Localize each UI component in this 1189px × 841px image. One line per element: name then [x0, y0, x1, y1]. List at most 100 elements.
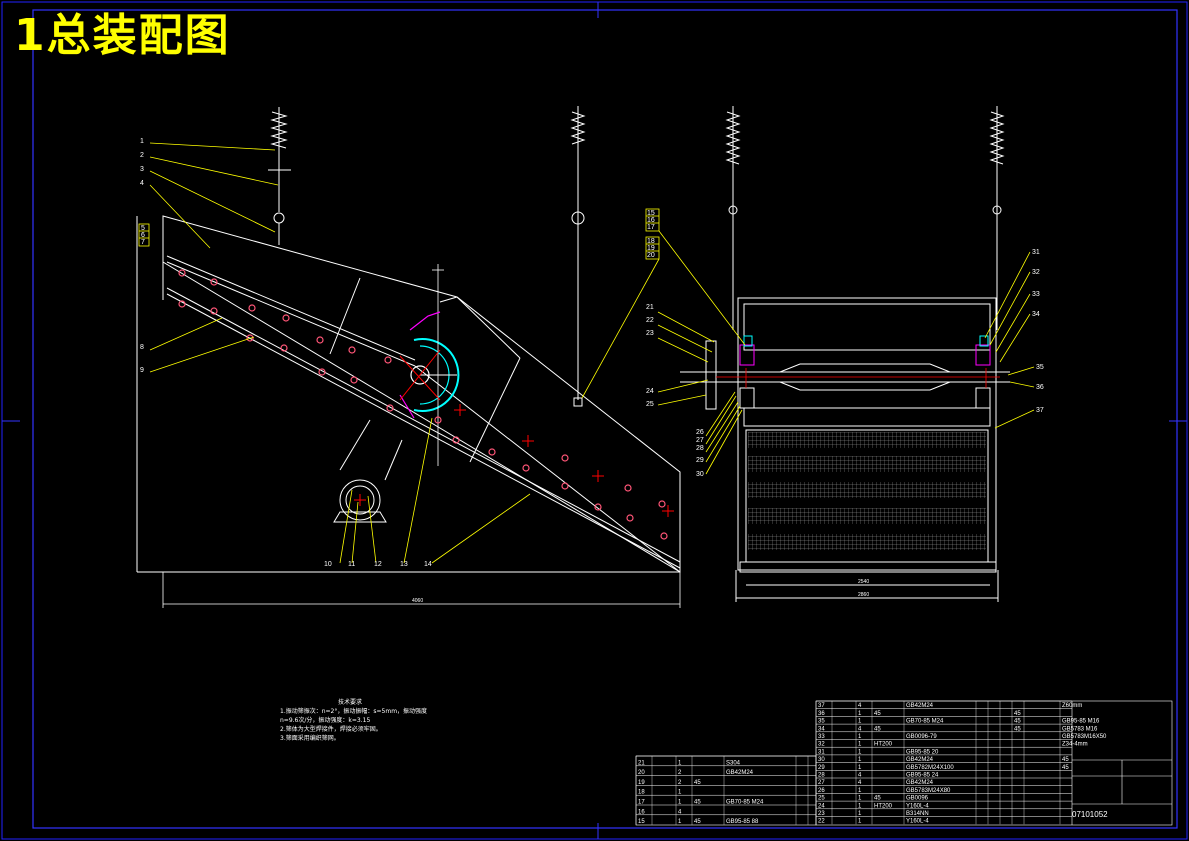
tech-notes: 技术要求 1.振动筛振次：n=2°，振动振幅：s=5mm，振动强度 n=9.6次… [280, 698, 480, 743]
callout-10: 10 [324, 561, 332, 568]
table-cell: 21 [638, 760, 645, 766]
table-cell: 45 [694, 780, 701, 786]
table-cell: GB0096-79 [906, 734, 937, 740]
callout-35: 35 [1036, 364, 1044, 371]
tech-note-line: n=9.6次/分，振动强度：k=3.15 [280, 717, 371, 724]
callout-1: 1 [140, 138, 144, 145]
table-cell: 45 [1014, 711, 1021, 717]
table-cell: 30 [818, 757, 825, 763]
table-cell: GB42M24 [906, 757, 934, 763]
table-cell: 18 [638, 790, 645, 796]
table-cell: 1 [678, 760, 682, 766]
table-cell: B314NN [906, 811, 929, 817]
callout-20: 20 [647, 252, 655, 259]
table-cell: 2 [678, 780, 682, 786]
callout-33: 33 [1032, 291, 1040, 298]
callout-32: 32 [1032, 269, 1040, 276]
right-leaders [581, 208, 1035, 475]
overall-length-dim: 4060 [412, 598, 423, 604]
table-cell: 16 [638, 809, 645, 815]
table-cell: 35 [818, 719, 825, 725]
right-callout-labels: 15 16 17 18 19 20 21 22 23 24 25 26 27 2… [646, 210, 1044, 598]
callout-36: 36 [1036, 384, 1044, 391]
table-cell: 1 [858, 819, 862, 825]
table-cell: 4 [678, 809, 682, 815]
table-cell: 25 [818, 796, 825, 802]
table-cell: 36 [818, 711, 825, 717]
outer-width-dim: 2860 [858, 592, 869, 598]
table-cell: 1 [858, 796, 862, 802]
screen-mesh [748, 432, 986, 550]
table-cell: 26 [818, 788, 825, 794]
callout-4: 4 [140, 180, 144, 187]
callout-22: 22 [646, 317, 654, 324]
table-cell: 45 [1062, 757, 1069, 763]
table-cell: 37 [818, 703, 825, 709]
table-cell: 1 [858, 811, 862, 817]
callout-25: 25 [646, 401, 654, 408]
table-cell: GB5783M24X80 [906, 788, 951, 794]
callout-13: 13 [400, 561, 408, 568]
side-view [136, 106, 681, 573]
callout-23: 23 [646, 330, 654, 337]
end-view [680, 106, 1010, 602]
table-cell: 4 [858, 703, 862, 709]
drawing-number: 07101052 [1072, 810, 1108, 819]
callout-12: 12 [374, 561, 382, 568]
table-cell: 4 [858, 773, 862, 779]
table-cell: 1 [678, 819, 682, 825]
table-cell: 32 [818, 742, 825, 748]
table-cell: 1 [858, 749, 862, 755]
table-cell: 4 [858, 726, 862, 732]
table-cell: 1 [858, 788, 862, 794]
table-cell: 23 [818, 811, 825, 817]
left-callout-labels: 1 2 3 4 5 6 7 8 9 10 11 12 13 14 4060 [140, 138, 432, 604]
bolt-marks [178, 269, 668, 540]
table-cell: Z60mm [1062, 703, 1082, 709]
table-cell: 22 [818, 819, 825, 825]
callout-6: 6 [141, 232, 145, 239]
motor-base-circle [339, 479, 381, 521]
table-cell: S304 [726, 760, 741, 766]
table-cell: GB5783M16X50 [1062, 734, 1107, 740]
table-cell: 33 [818, 734, 825, 740]
table-cell: 1 [858, 757, 862, 763]
table-cell: HT200 [874, 803, 893, 809]
table-cell: 45 [694, 819, 701, 825]
table-cell: HT200 [874, 742, 893, 748]
table-cell: GB42M24 [726, 770, 754, 776]
callout-8: 8 [140, 344, 144, 351]
table-cell: 1 [678, 800, 682, 806]
table-cell: 20 [638, 770, 645, 776]
table-cell: GB95-85 24 [906, 773, 939, 779]
table-cell: 24 [818, 803, 825, 809]
callout-34: 34 [1032, 311, 1040, 318]
table-cell: 17 [638, 800, 645, 806]
table-cell: 29 [818, 765, 825, 771]
table-cell: 1 [858, 734, 862, 740]
table-cell: GB95-85 88 [726, 819, 759, 825]
callout-37: 37 [1036, 407, 1044, 414]
callout-7: 7 [141, 239, 145, 246]
length-dimension [162, 572, 681, 608]
drawing-frame [32, 9, 1178, 829]
callout-31: 31 [1032, 249, 1040, 256]
callout-28: 28 [696, 445, 704, 452]
table-cell: GB70-85 M24 [726, 800, 764, 806]
table-cell: 19 [638, 780, 645, 786]
table-cell: GB95-85 20 [906, 749, 939, 755]
callout-26: 26 [696, 429, 704, 436]
callout-16: 16 [647, 217, 655, 224]
callout-11: 11 [348, 561, 355, 568]
suspension-spring-1 [268, 107, 291, 245]
table-cell: 31 [818, 749, 825, 755]
table-cell: 45 [1062, 765, 1069, 771]
table-cell: Z34-4mm [1062, 742, 1088, 748]
callout-2: 2 [140, 152, 144, 159]
callout-30: 30 [696, 471, 704, 478]
callout-21: 21 [646, 304, 654, 311]
table-cell: GB95-85 M16 [1062, 719, 1100, 725]
